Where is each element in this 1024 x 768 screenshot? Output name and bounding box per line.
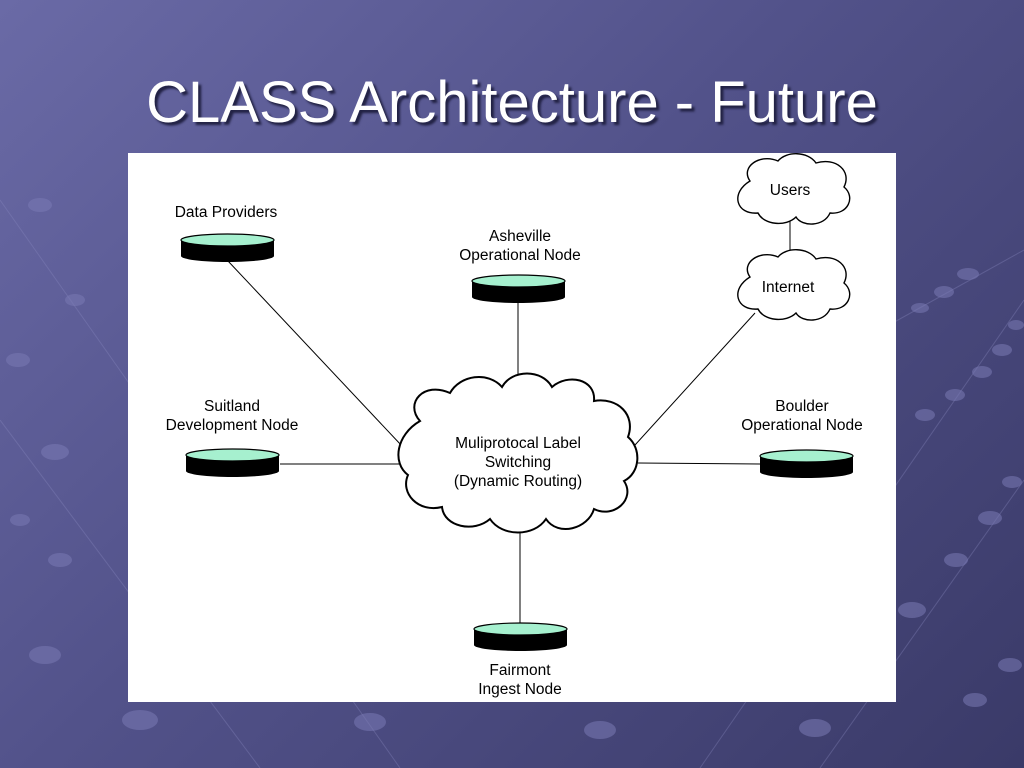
slide-title: CLASS Architecture - Future: [146, 70, 878, 135]
fairmont-disk: [473, 622, 568, 651]
link-internet-mpls: [634, 312, 756, 446]
suitland-label: Suitland Development Node: [165, 398, 299, 434]
diagram-graphics: [180, 153, 854, 651]
fairmont-label: Fairmont Ingest Node: [478, 662, 562, 698]
boulder-disk: [759, 449, 854, 478]
asheville-disk: [471, 274, 566, 303]
internet-cloud: [737, 249, 851, 321]
architecture-diagram: Data Providers Asheville Operational Nod…: [128, 153, 896, 702]
users-cloud: [737, 153, 851, 225]
link-boulder-mpls: [637, 462, 761, 465]
link-data-providers-mpls: [227, 260, 403, 447]
suitland-disk: [185, 448, 280, 477]
internet-label: Internet: [761, 279, 815, 296]
boulder-label: Boulder Operational Node: [741, 398, 863, 434]
mpls-cloud: [397, 372, 639, 534]
data-providers-label: Data Providers: [174, 204, 278, 221]
users-label: Users: [769, 182, 811, 199]
data-providers-disk: [180, 233, 275, 262]
asheville-label: Asheville Operational Node: [459, 228, 581, 264]
mpls-label: Muliprotocal Label Switching (Dynamic Ro…: [453, 435, 583, 490]
